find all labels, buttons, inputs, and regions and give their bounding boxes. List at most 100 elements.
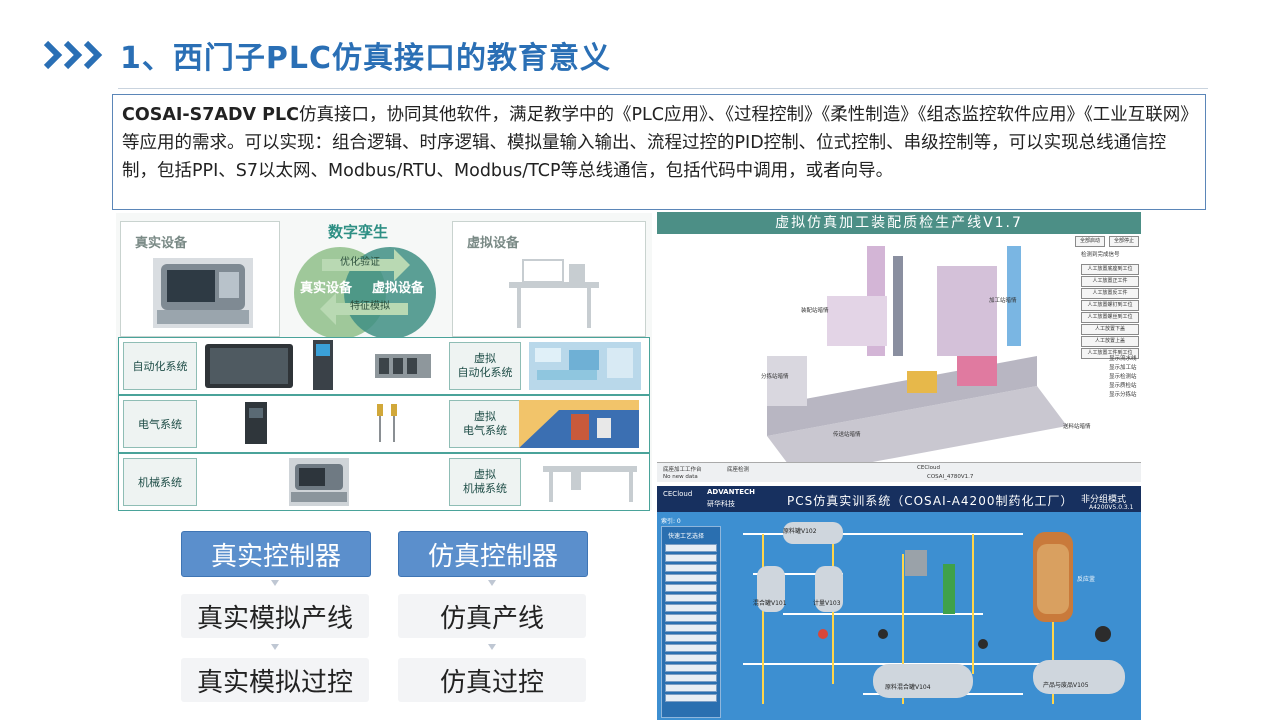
row-tag-left: 机械系统 [123,458,197,506]
menu-item[interactable] [665,564,717,572]
menu-item[interactable] [665,684,717,692]
detect-signal-label: 检测到完成信号 [1081,252,1120,258]
tank-label: 反应釜 [1077,576,1096,583]
menu-item[interactable] [665,594,717,602]
menu-item[interactable] [665,664,717,672]
hmi1-title: 虚拟仿真加工装配质检生产线V1.7 [657,212,1141,234]
sim-controller-button[interactable]: 仿真控制器 [398,531,588,577]
hmi2-title: PCS仿真实训系统（COSAI-A4200制药化工厂） [787,494,1074,508]
pharma-process-screenshot: CECloud ADVANTECH 研华科技 PCS仿真实训系统（COSAI-A… [657,486,1141,720]
tank-label: 产品与废品V105 [1043,682,1089,689]
manual-btn[interactable]: 人工放置下盖 [1081,324,1139,335]
menu-item[interactable] [665,644,717,652]
row-electrical: 电气系统 虚拟 电气系统 [118,395,650,453]
virtual-electrical-thumb [519,400,639,448]
feature-sim-label: 特征模拟 [350,301,390,312]
sensors-image [377,404,397,442]
menu-item[interactable] [665,624,717,632]
hmi2-header: CECloud ADVANTECH 研华科技 PCS仿真实训系统（COSAI-A… [657,486,1141,512]
menu-item[interactable] [665,574,717,582]
station-label: 分拣站暗情 [761,374,789,380]
menu-item[interactable] [665,584,717,592]
tank-label: 原料混合罐V104 [885,684,931,691]
station-label: 装配站暗情 [801,308,829,314]
status-no-data: No new data [663,474,698,480]
station-label: 加工站暗情 [989,298,1017,304]
tank-label: 计量V103 [813,600,841,607]
real-line-box: 真实模拟产线 [181,594,369,638]
manual-btn[interactable]: 人工放置螺丝到工位 [1081,312,1139,323]
start-all-button[interactable]: 全部启动 [1075,236,1105,247]
virtual-machine-sketch [509,259,599,328]
real-controller-button[interactable]: 真实控制器 [181,531,371,577]
real-device-label: 真实设备 [135,236,188,251]
menu-item[interactable] [665,674,717,682]
row-automation: 自动化系统 虚拟 自动化系统 [118,337,650,395]
mechanical-image [289,458,349,506]
arrow-down-icon [271,580,279,586]
hmi2-brand2-sub: 研华科技 [707,500,735,508]
description-box: COSAI-S7ADV PLC仿真接口，协同其他软件，满足教学中的《PLC应用》… [112,94,1206,210]
assembly-line-screenshot: 虚拟仿真加工装配质检生产线V1.7 全部启动 全部停止 检测到完成信号 人工放置… [657,212,1141,482]
tank-label: 混合罐V101 [753,600,787,607]
triple-chevron-icon [43,40,103,70]
check-item[interactable]: 显示流水线 [1109,356,1137,362]
status-brand: CECloud [917,465,941,471]
status-tab[interactable]: 底座加工工作台 [663,467,702,473]
description-lead: COSAI-S7ADV PLC [122,105,299,125]
row-tag-right: 虚拟 自动化系统 [449,342,521,390]
row-mechanical: 机械系统 虚拟 机械系统 [118,453,650,511]
hmi1-status-bar: 底座加工工作台 底座检测 No new data COSAI_4780V1.7 … [657,462,1141,482]
virtual-circle-label: 虚拟设备 [372,281,425,296]
menu-item[interactable] [665,604,717,612]
title-divider [118,88,1208,89]
manual-btn[interactable]: 人工放置底座到工位 [1081,264,1139,275]
virtual-device-label: 虚拟设备 [467,236,520,251]
row-tag-left: 电气系统 [123,400,197,448]
arrow-down-icon [488,580,496,586]
page-title: 1、西门子PLC仿真接口的教育意义 [120,41,611,76]
check-item[interactable]: 显示质检站 [1109,383,1137,389]
menu-item[interactable] [665,554,717,562]
process-diagram [743,522,1125,704]
status-version: COSAI_4780V1.7 [927,474,974,480]
manual-btn[interactable]: 人工放置工件到工位 [1081,348,1139,359]
virtual-mechanical-thumb [543,466,637,502]
hmi2-menu-title: 快速工艺选择 [668,533,705,540]
hmi2-brand2: ADVANTECH [707,488,755,496]
manual-btn[interactable]: 人工放置螺钉到工位 [1081,300,1139,311]
menu-item[interactable] [665,634,717,642]
stop-all-button[interactable]: 全部停止 [1109,236,1139,247]
check-item[interactable]: 显示分拣站 [1109,392,1137,398]
hmi-panel-image [205,344,293,388]
sim-line-box: 仿真产线 [398,594,586,638]
check-item[interactable]: 显示加工站 [1109,365,1137,371]
digital-twin-diagram: 真实设备 数字孪生 优化验证 特征模拟 真实设备 虚拟设备 虚拟设备 [116,213,652,511]
manual-btn[interactable]: 人工放置反工件 [1081,288,1139,299]
row-tag-right: 虚拟 机械系统 [449,458,521,506]
arrow-down-icon [271,644,279,650]
check-item[interactable]: 显示检测站 [1109,374,1137,380]
manual-btn[interactable]: 人工放置上盖 [1081,336,1139,347]
title-row: 1、西门子PLC仿真接口的教育意义 [40,30,611,80]
io-module-image [375,354,431,378]
twin-venn [294,247,436,339]
optimize-verify-label: 优化验证 [340,257,380,268]
description-body: 仿真接口，协同其他软件，满足教学中的《PLC应用》、《过程控制》《柔性制造》《组… [122,105,1189,181]
menu-item[interactable] [665,654,717,662]
digital-twin-label: 数字孪生 [328,223,389,241]
hmi2-mode: 非分组模式 [1081,495,1127,505]
hmi2-brand1: CECloud [663,490,693,498]
menu-item[interactable] [665,694,717,702]
manual-btn[interactable]: 人工放置正工件 [1081,276,1139,287]
real-circle-label: 真实设备 [300,281,353,296]
real-device-box: 真实设备 [120,221,280,337]
plc-cpu-image [313,340,333,390]
hmi2-index: 索引: 0 [661,518,681,525]
virtual-device-box: 虚拟设备 [452,221,646,337]
menu-item[interactable] [665,544,717,552]
menu-item[interactable] [665,614,717,622]
machine-image [153,258,253,328]
status-tab[interactable]: 底座检测 [727,467,750,473]
drive-image [245,402,267,444]
